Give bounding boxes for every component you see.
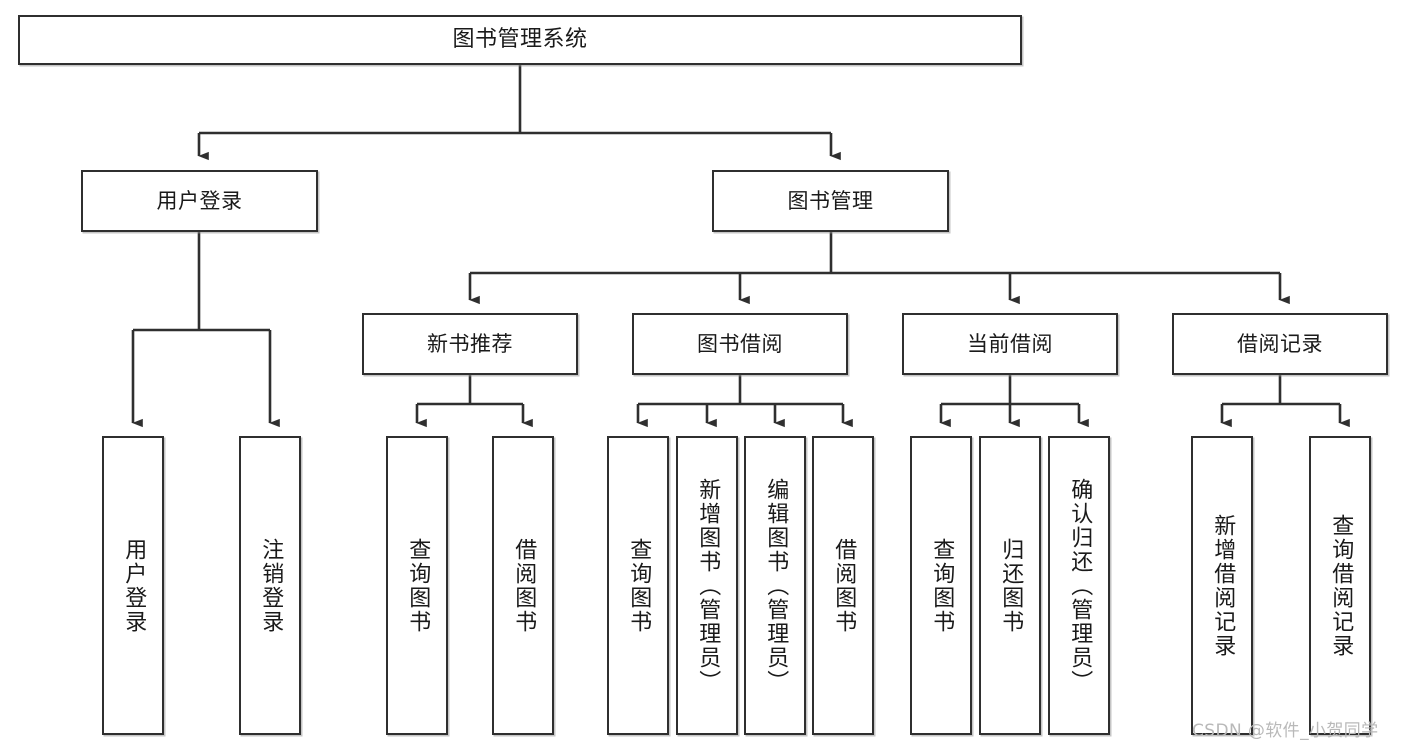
- leaf-borrow-edit-book-admin[interactable]: 编辑图书（管理员）: [744, 436, 806, 735]
- node-label: 图书管理系统: [452, 27, 588, 53]
- node-label: 图书管理: [787, 188, 874, 213]
- leaf-current-confirm-return-admin[interactable]: 确认归还（管理员）: [1048, 436, 1110, 735]
- node-book-management[interactable]: 图书管理: [712, 170, 949, 232]
- node-book-borrow[interactable]: 图书借阅: [632, 313, 848, 375]
- node-label: 确认归还（管理员）: [1067, 477, 1093, 694]
- node-label: 查询借阅记录: [1328, 513, 1354, 658]
- node-label: 新增借阅记录: [1210, 513, 1236, 658]
- node-borrow-record[interactable]: 借阅记录: [1172, 313, 1388, 375]
- leaf-user-login-login[interactable]: 用户登录: [102, 436, 164, 735]
- leaf-current-return-book[interactable]: 归还图书: [979, 436, 1041, 735]
- leaf-borrow-query-book[interactable]: 查询图书: [607, 436, 669, 735]
- leaf-recommend-query-book[interactable]: 查询图书: [386, 436, 448, 735]
- node-current-borrow[interactable]: 当前借阅: [902, 313, 1118, 375]
- node-label: 借阅记录: [1237, 331, 1323, 356]
- node-label: 新书推荐: [427, 331, 513, 356]
- node-label: 图书借阅: [697, 331, 783, 356]
- leaf-current-query-book[interactable]: 查询图书: [910, 436, 972, 735]
- node-label: 用户登录: [156, 188, 243, 213]
- node-user-login[interactable]: 用户登录: [81, 170, 318, 232]
- node-label: 借阅图书: [511, 537, 537, 634]
- leaf-borrow-add-book-admin[interactable]: 新增图书（管理员）: [676, 436, 738, 735]
- leaf-user-login-logout[interactable]: 注销登录: [239, 436, 301, 735]
- node-label: 借阅图书: [831, 537, 857, 634]
- node-label: 归还图书: [998, 537, 1024, 634]
- leaf-recommend-borrow-book[interactable]: 借阅图书: [492, 436, 554, 735]
- watermark-text: CSDN @软件_小贺同学: [1192, 721, 1379, 741]
- node-label: 查询图书: [929, 537, 955, 634]
- node-label: 当前借阅: [967, 331, 1053, 356]
- node-label: 注销登录: [258, 537, 284, 634]
- leaf-record-query-borrow-record[interactable]: 查询借阅记录: [1309, 436, 1371, 735]
- node-label: 用户登录: [121, 537, 147, 634]
- node-label: 编辑图书（管理员）: [763, 477, 789, 694]
- node-root-book-management-system[interactable]: 图书管理系统: [18, 15, 1022, 65]
- node-label: 查询图书: [405, 537, 431, 634]
- node-new-book-recommend[interactable]: 新书推荐: [362, 313, 578, 375]
- leaf-record-add-borrow-record[interactable]: 新增借阅记录: [1191, 436, 1253, 735]
- node-label: 新增图书（管理员）: [695, 477, 721, 694]
- leaf-borrow-borrow-book[interactable]: 借阅图书: [812, 436, 874, 735]
- node-label: 查询图书: [626, 537, 652, 634]
